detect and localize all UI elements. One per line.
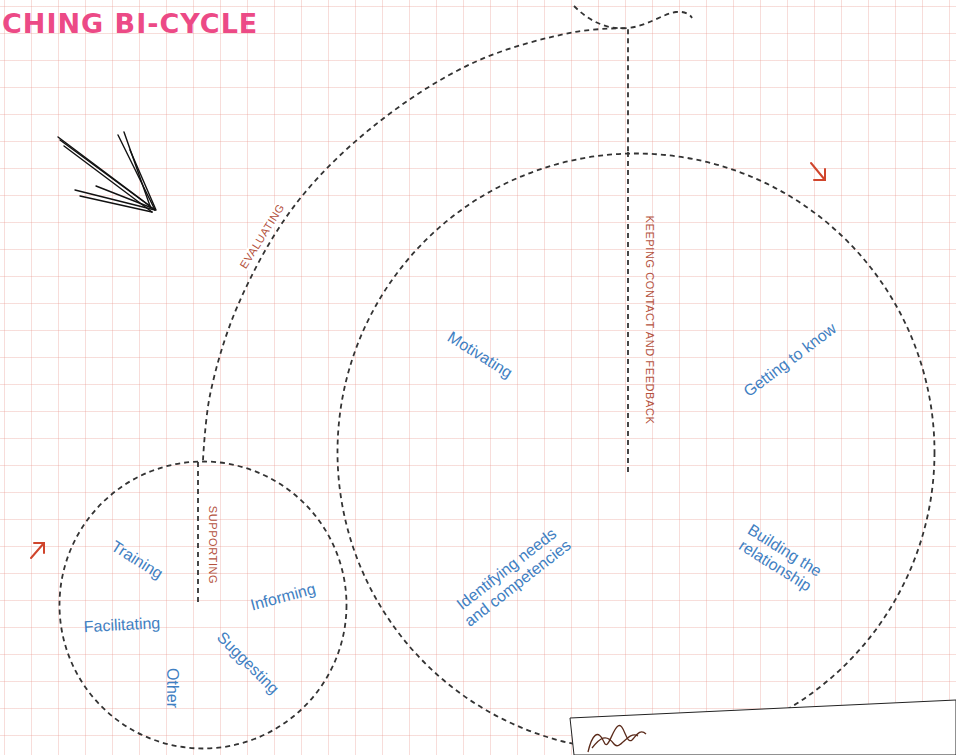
support-label: Training bbox=[108, 537, 166, 582]
dashed-axis bbox=[197, 462, 199, 605]
scribble-stroke bbox=[124, 132, 150, 206]
stage-label: Motivating bbox=[444, 328, 515, 382]
support-circle: SUPPORTING TrainingFacilitating InformingS… bbox=[58, 460, 348, 750]
arrow-stroke bbox=[814, 169, 825, 180]
sketch-card bbox=[570, 700, 956, 755]
scribble-stroke bbox=[118, 135, 155, 210]
dashed-connector bbox=[203, 28, 628, 460]
dashed-circle bbox=[338, 154, 935, 751]
dashed-curl bbox=[574, 6, 692, 28]
cycle-circle: Motivating Getting to knowIdentifying nee… bbox=[336, 152, 936, 752]
stage-label: Building the relationship bbox=[726, 515, 834, 600]
direction-arrow bbox=[31, 543, 44, 558]
axis-label: SUPPORTING bbox=[207, 506, 219, 585]
dashed-axis bbox=[627, 152, 629, 475]
support-label: Facilitating bbox=[83, 614, 160, 636]
scribble-stroke bbox=[96, 186, 152, 208]
scribble-arrow bbox=[58, 132, 156, 212]
connector-label: EVALUATING bbox=[236, 199, 289, 273]
diagram-title: CHING BI-CYCLE bbox=[2, 8, 258, 39]
stage-label: Identifying needs and competencies bbox=[444, 518, 580, 635]
support-label: Other bbox=[163, 668, 181, 708]
circle-outline bbox=[336, 152, 936, 752]
sketch-scribble bbox=[588, 726, 646, 752]
arrow-stroke bbox=[31, 543, 44, 558]
scribble-stroke bbox=[588, 726, 646, 752]
support-label: Suggesting bbox=[213, 628, 282, 697]
scribble-stroke bbox=[64, 146, 152, 212]
arrow-stroke bbox=[34, 543, 44, 553]
dashed-circle bbox=[60, 462, 347, 749]
arrow-stroke bbox=[811, 163, 825, 180]
support-label: Informing bbox=[249, 580, 318, 614]
axis-label: KEEPING CONTACT AND FEEDBACK bbox=[644, 216, 656, 425]
scribble-stroke bbox=[592, 735, 638, 748]
direction-arrow bbox=[811, 163, 825, 180]
stage-label: Getting to know bbox=[740, 320, 839, 401]
circle-outline bbox=[58, 460, 348, 750]
